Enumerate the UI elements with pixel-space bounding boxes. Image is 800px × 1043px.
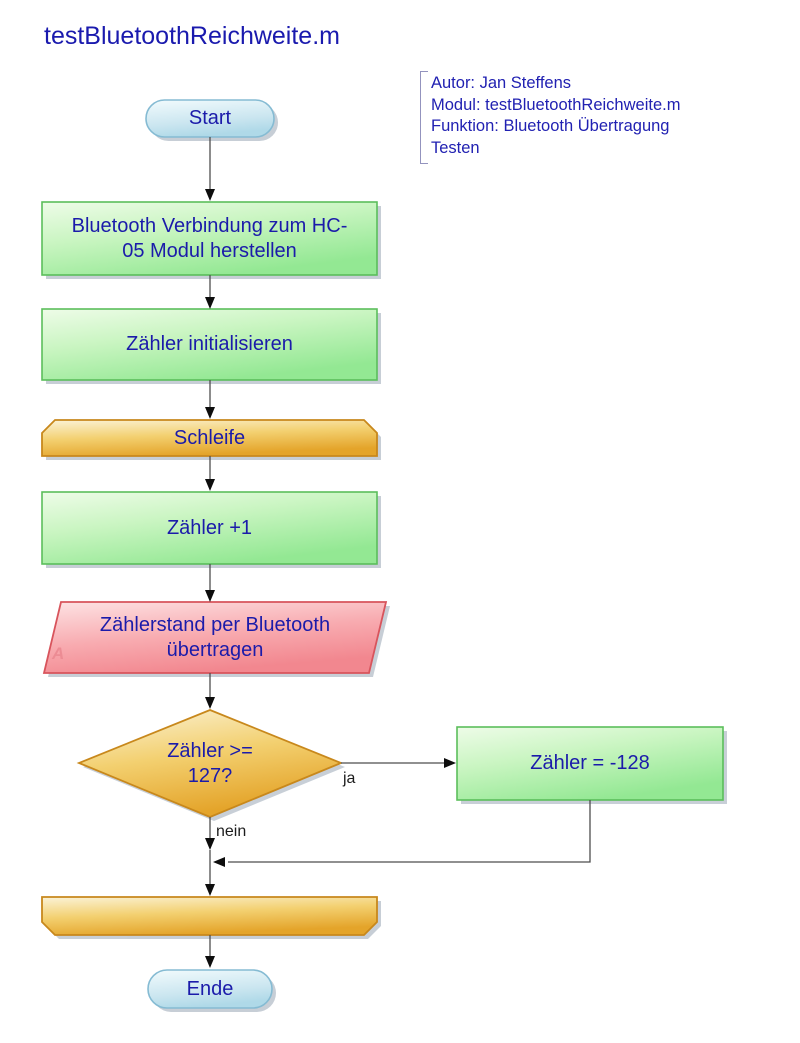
comment-line-function2: Testen <box>431 138 480 157</box>
loop-start-shape <box>41 419 378 457</box>
comment-bracket <box>420 71 429 164</box>
comment-line-function: Funktion: Bluetooth Übertragung <box>431 117 670 135</box>
comment-line-module: Modul: testBluetoothReichweite.m <box>431 95 681 114</box>
arrowheads <box>205 189 456 968</box>
process-init-shape <box>41 308 378 381</box>
page-title: testBluetoothReichweite.m <box>44 22 340 50</box>
end-terminal-shape <box>147 969 273 1009</box>
loop-end-shape <box>41 896 378 936</box>
io-transmit-shape <box>42 601 388 674</box>
process-reset-shape <box>456 726 724 801</box>
process-connect-shape <box>41 201 378 276</box>
decision-shape <box>76 709 344 818</box>
comment-line-author: Autor: Jan Steffens <box>431 74 572 92</box>
process-increment-shape <box>41 491 378 565</box>
comment-block: Autor: Jan Steffens Modul: testBluetooth… <box>431 73 680 159</box>
start-terminal-shape <box>145 99 275 138</box>
